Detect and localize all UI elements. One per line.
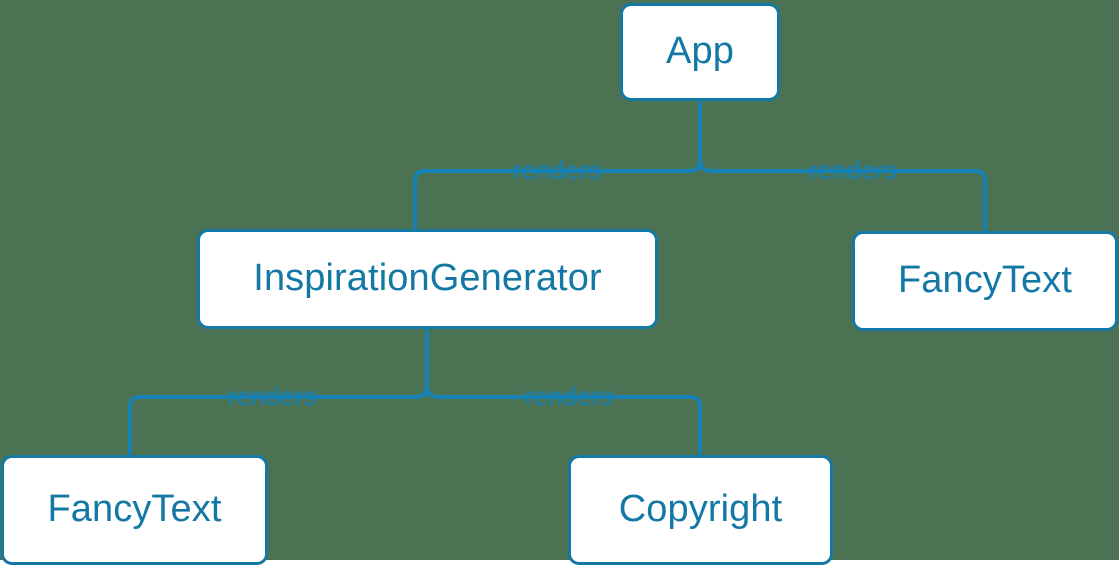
edge-app-stem-left	[688, 159, 702, 173]
node-inspirationgenerator-label: InspirationGenerator	[253, 257, 602, 299]
edge-inspirationgenerator-to-fancytext-left	[128, 395, 416, 455]
edge-inspirationgenerator-stem-left	[415, 385, 429, 399]
edge-label-inspirationgenerator-to-copyright: renders	[524, 381, 614, 411]
node-copyright-label: Copyright	[618, 488, 783, 530]
edge-label-inspirationgenerator-to-fancytext-left: renders	[227, 381, 317, 411]
edge-app-to-inspirationgenerator	[413, 169, 689, 229]
node-fancytext-left-label: FancyText	[47, 488, 222, 530]
node-app-label: App	[666, 30, 734, 72]
node-fancytext-left[interactable]: FancyText	[1, 455, 268, 565]
edge-app-to-fancytext-right	[711, 169, 987, 231]
node-app[interactable]: App	[620, 3, 780, 101]
edge-label-app-to-fancytext-right: renders	[808, 155, 898, 185]
node-fancytext-right-label: FancyText	[897, 259, 1073, 301]
edge-inspirationgenerator-to-copyright	[438, 395, 702, 455]
node-inspirationgenerator[interactable]: InspirationGenerator	[197, 229, 658, 329]
node-copyright[interactable]: Copyright	[568, 455, 833, 565]
node-fancytext-right[interactable]: FancyText	[852, 231, 1118, 331]
edge-label-app-to-inspirationgenerator: renders	[512, 155, 602, 185]
